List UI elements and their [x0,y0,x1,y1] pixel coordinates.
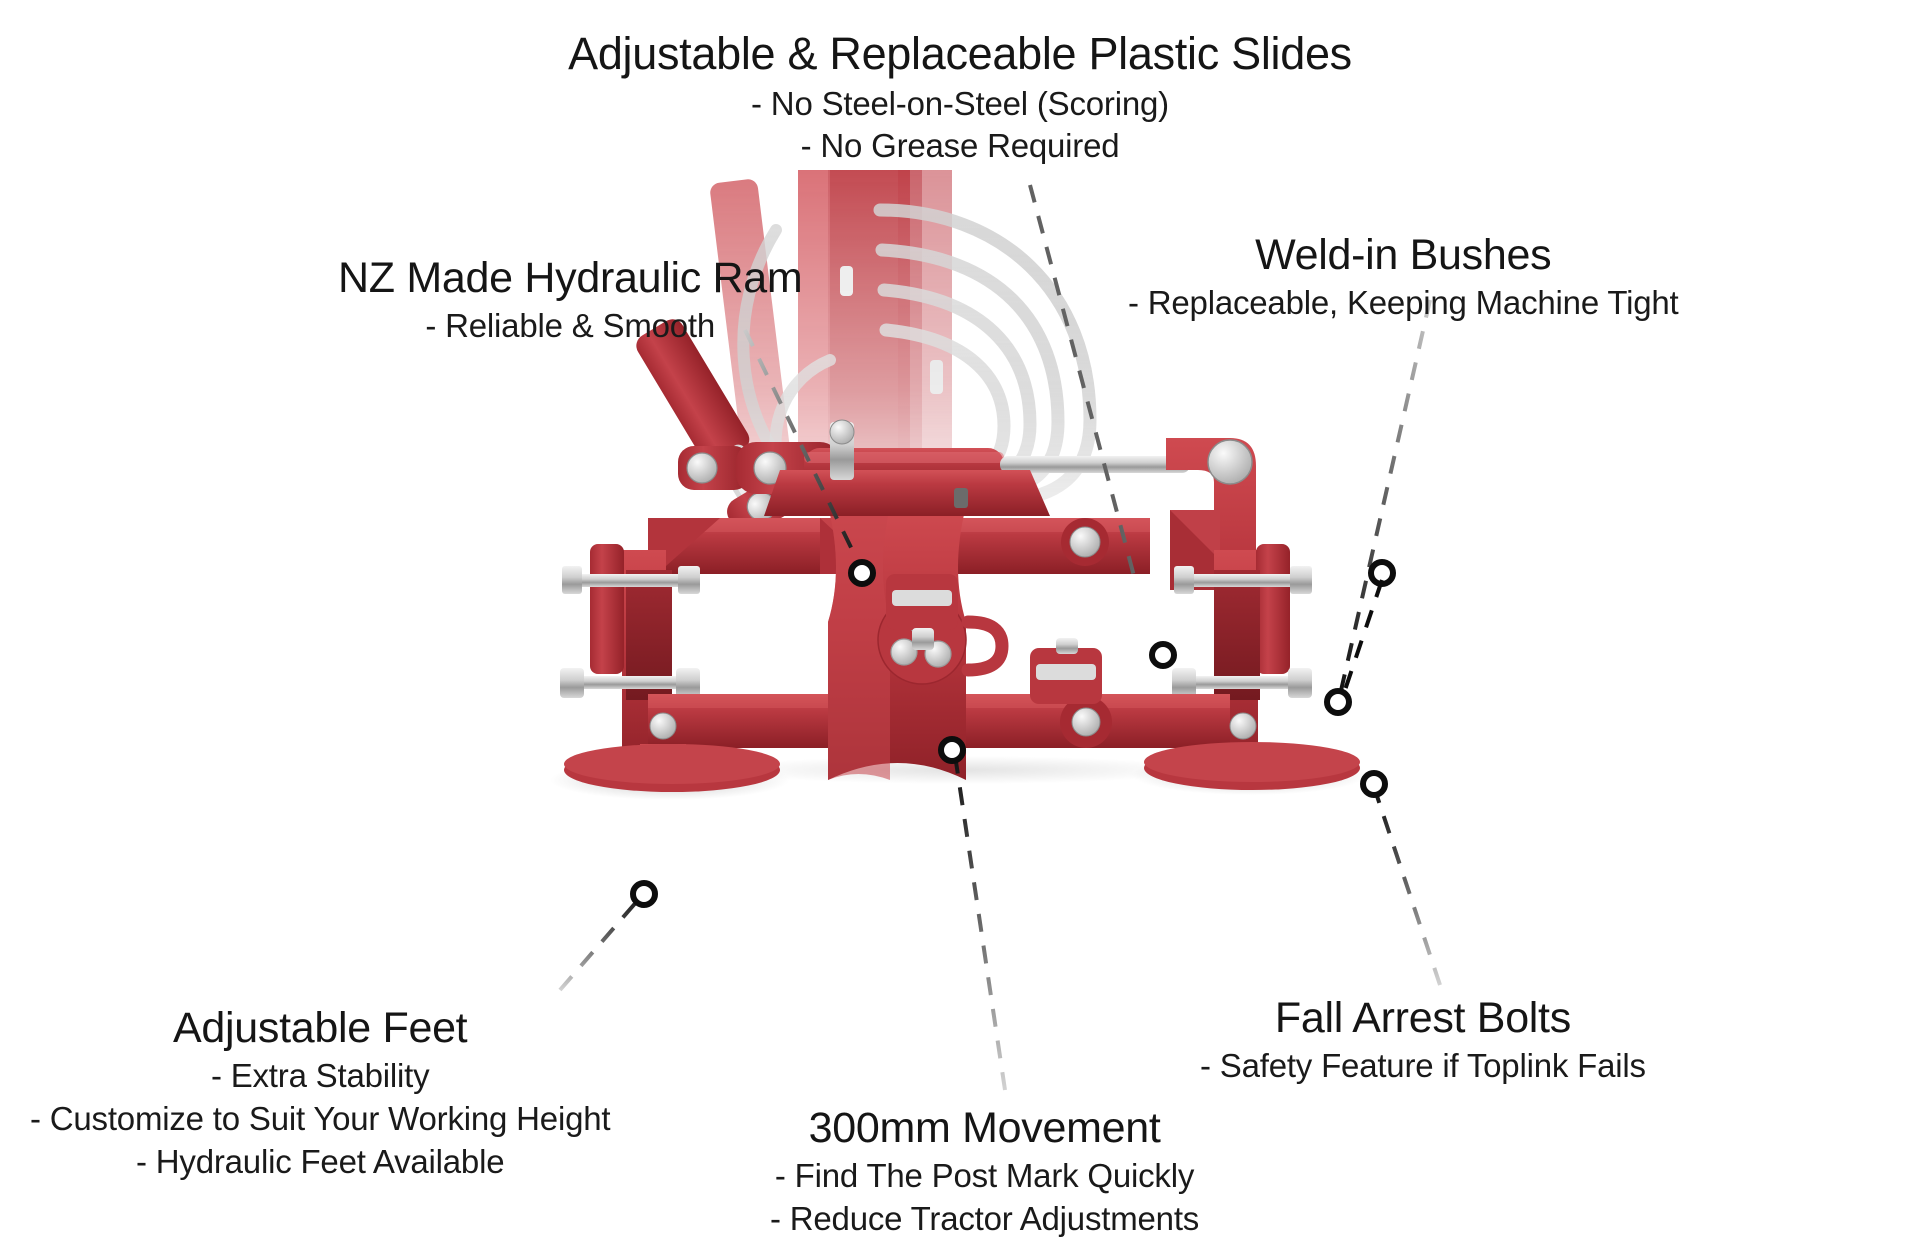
callout-movement: 300mm Movement - Find The Post Mark Quic… [770,1105,1199,1237]
callout-title: Weld-in Bushes [1255,231,1552,279]
callout-bullet: - Safety Feature if Toplink Fails [1200,1047,1646,1085]
callout-title: Adjustable & Replaceable Plastic Slides [568,28,1352,79]
callout-adjustable-feet: Adjustable Feet - Extra Stability - Cust… [30,1004,611,1180]
callout-title: Fall Arrest Bolts [1274,994,1571,1042]
callout-fall-arrest-bolts: Fall Arrest Bolts - Safety Feature if To… [1200,995,1646,1084]
callout-title: 300mm Movement [808,1104,1161,1152]
callout-weld-in-bushes: Weld-in Bushes - Replaceable, Keeping Ma… [1128,231,1679,322]
callout-title: NZ Made Hydraulic Ram [338,254,803,302]
callout-bullet: - No Steel-on-Steel (Scoring) [751,84,1169,122]
callout-bullet: - Reliable & Smooth [425,307,716,345]
callout-bullet: - No Grease Required [800,127,1120,165]
adjustable-feet [564,712,1360,792]
callout-hydraulic-ram: NZ Made Hydraulic Ram - Reliable & Smoot… [338,254,803,345]
callout-bullet: - Hydraulic Feet Available [136,1142,505,1180]
callout-bullet: - Replaceable, Keeping Machine Tight [1128,284,1679,322]
callout-bullet: - Extra Stability [210,1057,430,1095]
plastic-slide-blocks [886,574,1102,704]
callout-bullet: - Find The Post Mark Quickly [774,1157,1195,1195]
callout-title: Adjustable Feet [173,1004,468,1052]
callout-plastic-slides: Adjustable & Replaceable Plastic Slides … [568,28,1352,165]
callout-bullet: - Customize to Suit Your Working Height [30,1100,611,1138]
callout-bullet: - Reduce Tractor Adjustments [770,1200,1200,1238]
